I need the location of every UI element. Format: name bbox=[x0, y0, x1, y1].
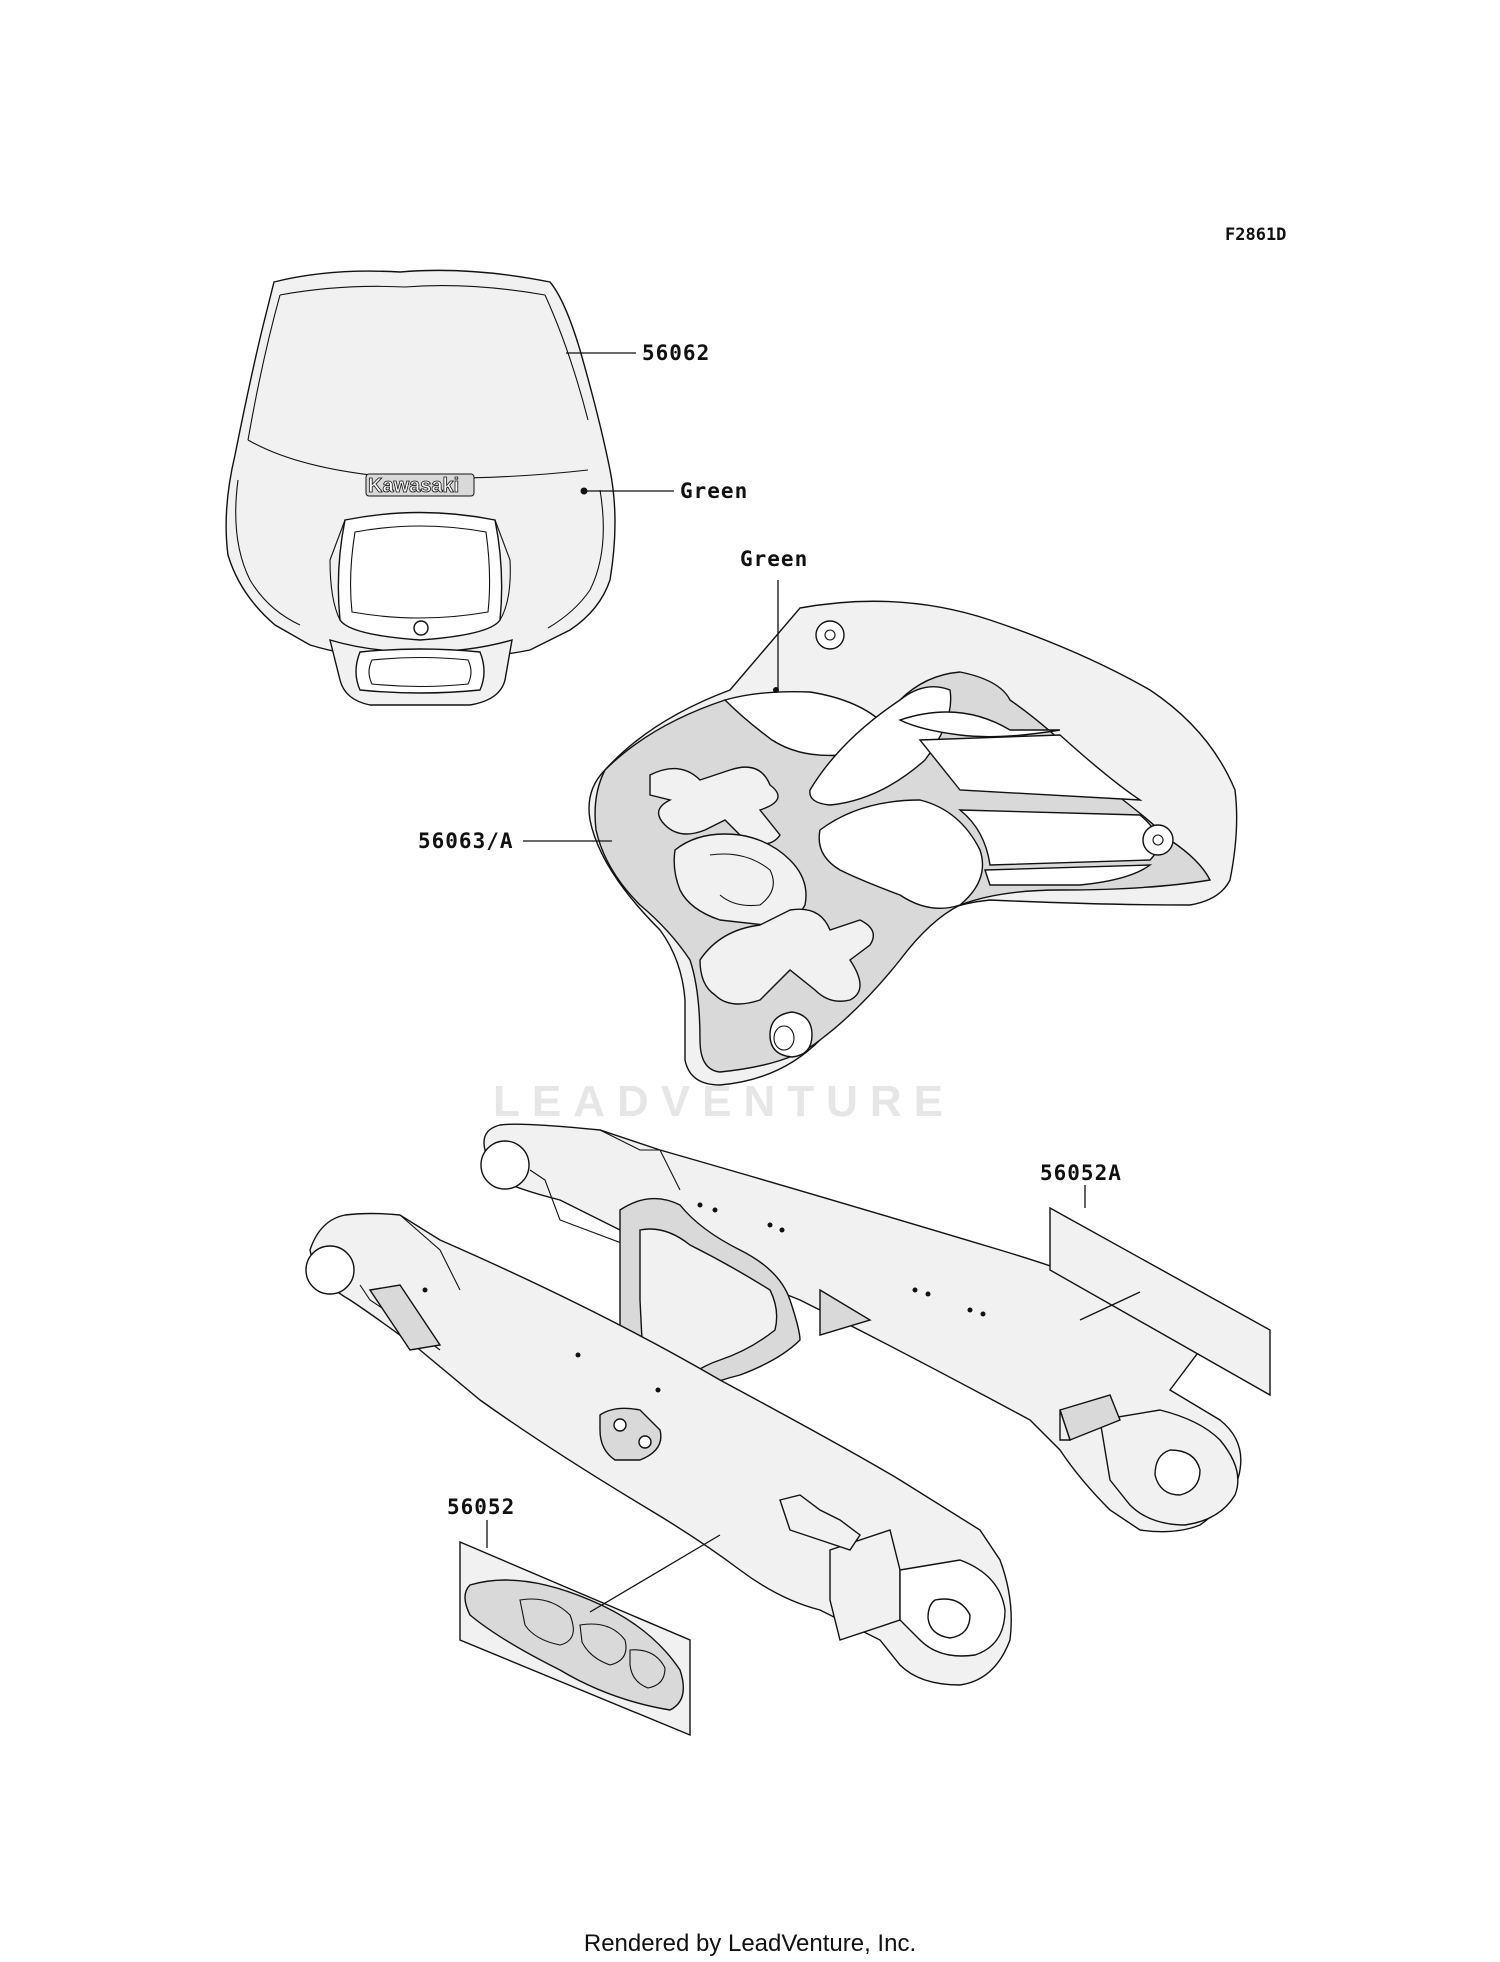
decal-56052 bbox=[459, 1540, 691, 1737]
headlight-cover: Kawasaki bbox=[225, 269, 616, 706]
callout-56052a: 56052A bbox=[1040, 1161, 1122, 1185]
kawasaki-logo: Kawasaki bbox=[368, 475, 459, 497]
decal-56052a bbox=[1049, 1206, 1271, 1397]
radiator-shroud bbox=[588, 600, 1238, 1086]
callout-green-headlight: Green bbox=[680, 479, 748, 503]
callout-56052: 56052 bbox=[447, 1495, 515, 1519]
footer-credit: Rendered by LeadVenture, Inc. bbox=[583, 1930, 917, 1957]
diagram-code: F2861D bbox=[1225, 225, 1286, 245]
callout-56063-a: 56063/A bbox=[418, 829, 514, 853]
swingarm bbox=[305, 1123, 1242, 1686]
callout-green-shroud: Green bbox=[740, 547, 808, 571]
callout-56062: 56062 bbox=[642, 341, 710, 365]
